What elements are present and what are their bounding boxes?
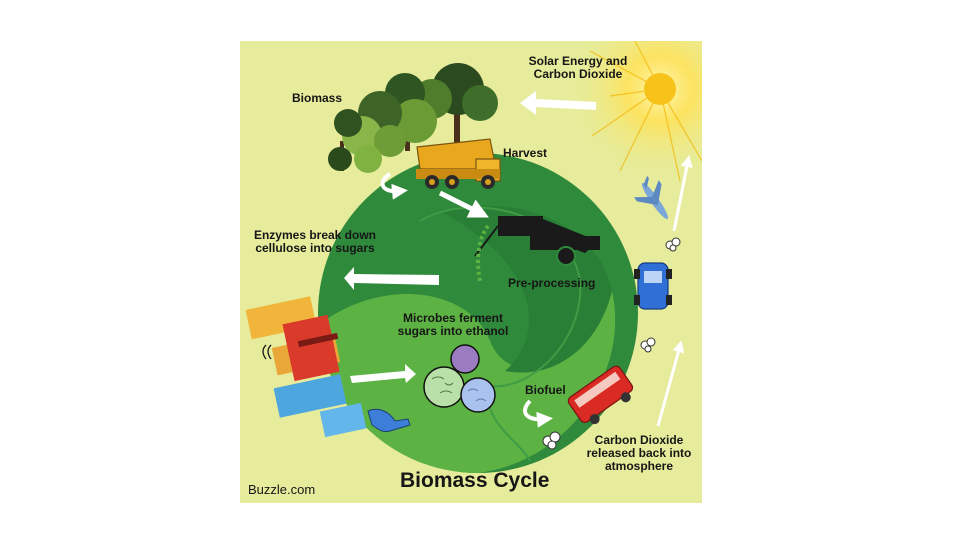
biofuel-label: Biofuel xyxy=(525,383,566,397)
microbe-icon xyxy=(423,344,496,413)
diagram-title: Biomass Cycle xyxy=(400,469,550,492)
airplane-icon xyxy=(634,175,669,220)
bus-icon xyxy=(567,365,634,425)
tree-icon xyxy=(328,63,498,173)
car-icon xyxy=(634,262,672,310)
biomass-label: Biomass xyxy=(292,91,343,105)
factory-icon xyxy=(245,296,367,438)
fuel-pump-icon xyxy=(367,408,411,432)
sun-icon xyxy=(565,41,702,184)
preprocessing-label: Pre-processing xyxy=(508,276,596,290)
dump-truck-icon xyxy=(416,138,501,189)
harvest-label: Harvest xyxy=(503,146,548,160)
diagram-artwork xyxy=(245,41,702,473)
flow-arrows xyxy=(344,91,693,428)
credit-label: Buzzle.com xyxy=(248,482,316,497)
harvester-icon xyxy=(474,216,600,282)
smoke-icon xyxy=(542,237,681,450)
